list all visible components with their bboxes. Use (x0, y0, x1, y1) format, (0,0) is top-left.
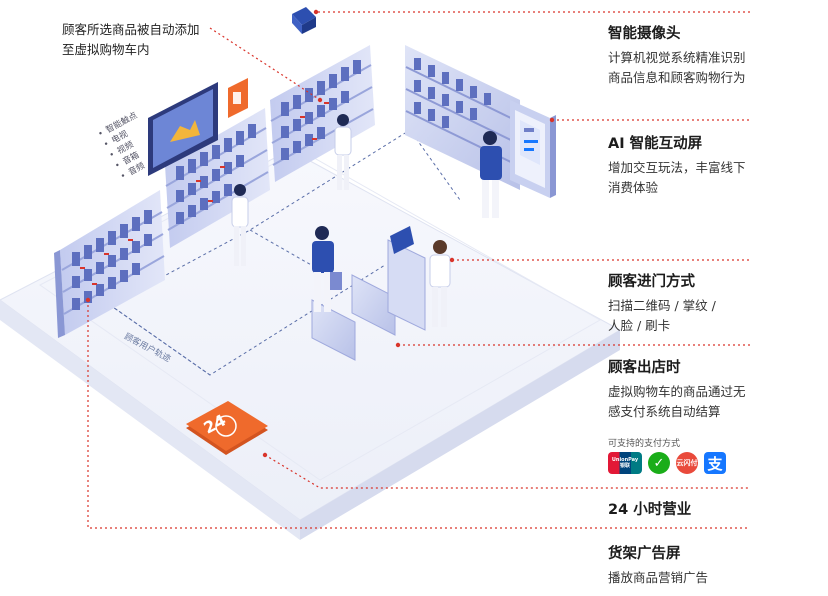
quickpass-icon: 云闪付 (676, 452, 698, 474)
auto-cart-note-line-2: 至虚拟购物车内 (62, 42, 150, 57)
label-desc-line: 播放商品营销广告 (608, 570, 709, 585)
ai-kiosk (510, 100, 556, 198)
wechat-pay-icon: ✓ (648, 452, 670, 474)
payment-caption: 可支持的支付方式 (608, 439, 681, 449)
label-desc-line: 增加交互玩法，丰富线下 (608, 160, 746, 175)
auto-cart-note-line-1: 顾客所选商品被自动添加 (62, 22, 200, 37)
callout-dots (85, 9, 555, 458)
label-desc-line: 虚拟购物车的商品通过无 (608, 384, 746, 399)
label-exit: 顾客出店时 虚拟购物车的商品通过无 感支付系统自动结算 (608, 358, 823, 422)
label-desc-line: 消费体验 (608, 180, 659, 195)
label-smart-camera: 智能摄像头 计算机视觉系统精准识别 商品信息和顾客购物行为 (608, 24, 823, 88)
label-shelf-ad-screen: 货架广告屏 播放商品营销广告 (608, 544, 823, 588)
label-desc: 增加交互玩法，丰富线下 消费体验 (608, 158, 823, 198)
label-desc: 播放商品营销广告 (608, 568, 823, 588)
label-entry-method: 顾客进门方式 扫描二维码 / 掌纹 / 人脸 / 刷卡 (608, 272, 823, 336)
label-desc-line: 计算机视觉系统精准识别 (608, 50, 746, 65)
label-desc-line: 商品信息和顾客购物行为 (608, 70, 746, 85)
label-title: 顾客出店时 (608, 360, 681, 376)
shelf-row-middle (165, 108, 270, 248)
shelf-wall-right (405, 45, 520, 190)
label-title: AI 智能互动屏 (608, 136, 703, 152)
smart-camera (292, 7, 316, 34)
label-desc-line: 感支付系统自动结算 (608, 404, 721, 419)
wall-ad-screen (148, 78, 248, 176)
label-ai-screen: AI 智能互动屏 增加交互玩法，丰富线下 消费体验 (608, 134, 823, 198)
auto-cart-note: 顾客所选商品被自动添加 至虚拟购物车内 (62, 20, 200, 60)
label-title: 智能摄像头 (608, 26, 681, 42)
label-title: 货架广告屏 (608, 546, 681, 562)
label-desc: 扫描二维码 / 掌纹 / 人脸 / 刷卡 (608, 296, 823, 336)
unionpay-text-cn: 银联 (619, 463, 630, 469)
shopper-figures (231, 114, 502, 327)
entry-gates (311, 226, 426, 361)
store-floor (0, 149, 622, 540)
label-desc: 计算机视觉系统精准识别 商品信息和顾客购物行为 (608, 48, 823, 88)
label-desc: 虚拟购物车的商品通过无 感支付系统自动结算 (608, 382, 823, 422)
payment-methods: UnionPay 银联 ✓ 云闪付 支 (608, 452, 726, 474)
unionpay-text: UnionPay (611, 457, 639, 463)
open-24h-badge (186, 401, 268, 455)
label-desc-line: 人脸 / 刷卡 (608, 318, 671, 333)
unionpay-icon: UnionPay 银联 (608, 452, 642, 474)
label-24-hours: 24 小时营业 (608, 500, 823, 520)
alipay-icon: 支 (704, 452, 726, 474)
callout-lines (87, 11, 750, 529)
label-desc-line: 扫描二维码 / 掌纹 / (608, 298, 716, 313)
shelf-row-back (270, 45, 375, 182)
label-title: 顾客进门方式 (608, 274, 695, 290)
label-title: 24 小时营业 (608, 502, 692, 518)
